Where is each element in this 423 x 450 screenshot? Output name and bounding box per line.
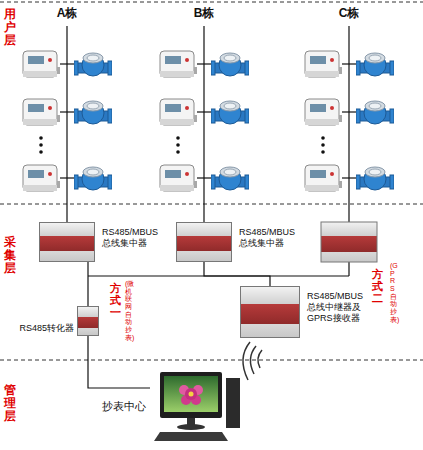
keyboard [154,432,228,441]
building-column: C栋 [296,6,402,198]
mode-note: (GPRS自动抄表) [390,262,397,324]
meter-bus [60,26,356,276]
node-label: B栋 [152,6,256,20]
mode-label: 方式二 [372,268,383,304]
node-label: A栋 [16,6,118,20]
node-label: RS485/MBUS 总线集中器 [239,227,303,249]
mode-note: (微机联网自动抄表) [125,280,132,342]
dot [321,136,325,140]
label-holder: 方式二 [372,268,383,304]
dot [39,150,43,154]
screen [164,376,218,412]
bus-wire [348,26,349,222]
ic-card-meter [305,51,342,77]
dot [176,150,180,154]
ellipsis-dots [39,136,325,154]
ic-card-meter [305,165,342,191]
wireless-waves [243,342,262,380]
water-meter [356,101,394,124]
bus-wire [342,63,356,64]
ic-card-meter [305,99,342,125]
dot [39,136,43,140]
water-meter [356,53,394,76]
dot [321,150,325,154]
label-holder: 采集层 [4,236,16,276]
bus-wire [197,177,211,178]
bus-wire [342,177,356,178]
ic-card-meter [160,99,197,125]
monitor [160,372,222,418]
dashed-line [0,2,423,3]
water-meter [74,167,112,190]
bus-wire [203,198,204,222]
mode-label: 方式一 [110,282,121,318]
ic-card-meter [23,51,60,77]
bus-wire [348,262,349,276]
bus-concentrator: RS485/MBUS 总线集中器 [39,222,95,262]
water-meter [74,53,112,76]
building-column: B栋 [152,6,256,198]
node-label: 抄表中心 [102,400,146,413]
bus-wire [204,262,270,286]
wave [258,350,262,368]
ic-card-meter [23,99,60,125]
dot [39,143,43,147]
dashed-line [0,204,423,205]
concentrator-device [321,222,377,262]
label-holder: 用户层 [4,8,16,48]
dot [321,143,325,147]
dot [176,136,180,140]
wave [250,346,256,374]
repeater-gprs-receiver: RS485/MBUS 总线中继器及 GPRS接收器 [240,286,300,338]
water-meter [211,167,249,190]
meter-reading-center: 抄表中心 [150,370,242,444]
node-label: RS485/MBUS 总线中继器及 GPRS接收器 [307,291,369,323]
bus-concentrator: RS485/MBUS 总线集中器 [176,222,232,262]
bus-wire [60,111,74,112]
bus-wire [60,177,74,178]
monitor-base [177,424,205,430]
computer [154,372,240,441]
node-label: RS485/MBUS 总线集中器 [102,227,166,249]
dot [176,143,180,147]
layer-divider [0,2,423,360]
layer-label: 采集层 [4,236,16,276]
bus-wire [60,63,74,64]
bus-wire [197,63,211,64]
bus-wire [88,336,150,388]
computer-tower [226,378,240,428]
water-meters [23,51,394,191]
label-holder: (GPRS自动抄表) [390,262,397,324]
label-holder: (微机联网自动抄表) [125,280,132,342]
ic-card-meter [160,165,197,191]
building-column: A栋 [16,6,118,198]
wave [243,342,250,380]
flower-petal [185,388,197,400]
flower-center [189,392,194,397]
bus-wire [87,262,88,306]
bus-wire [197,111,211,112]
water-meter [356,167,394,190]
node-label: RS485转化器 [19,323,74,334]
layer-label: 用户层 [4,8,16,48]
label-holder: 方式一 [110,282,121,318]
layer-label: 管理层 [4,384,16,424]
water-meter [211,53,249,76]
label-holder: 管理层 [4,384,16,424]
bus-wire [66,198,67,222]
node-label: C栋 [296,6,402,20]
rs485-converter: RS485转化器 [77,306,99,336]
water-meter [211,101,249,124]
bus-wire [342,111,356,112]
ic-card-meter [160,51,197,77]
ic-card-meter [23,165,60,191]
water-meter [74,101,112,124]
dashed-line [0,360,423,361]
